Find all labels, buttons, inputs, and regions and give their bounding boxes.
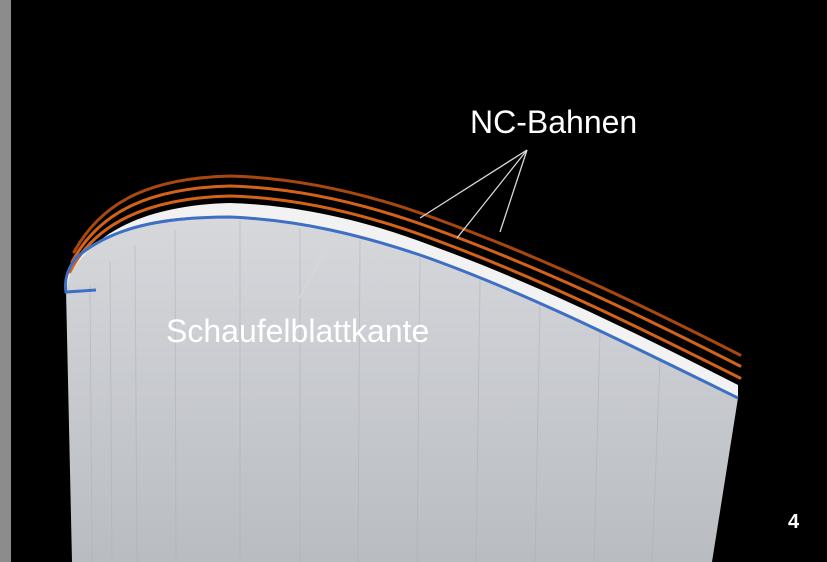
nc-path-2 (70, 184, 742, 368)
nc-leader-lines (419, 149, 528, 239)
nc-paths-label: NC-Bahnen (470, 104, 638, 140)
blade-body (66, 216, 738, 562)
blade-texture (89, 220, 661, 562)
left-border-strip (0, 0, 11, 562)
nc-path-3 (72, 174, 742, 357)
blade-edge-contour (64, 215, 739, 400)
nc-paths (68, 174, 742, 380)
figure-number: 4 (788, 511, 800, 533)
nc-path-1 (68, 194, 742, 380)
blade-edge-label: Schaufelblattkante (166, 313, 430, 349)
edge-leader-line (297, 237, 334, 301)
edge-highlight-band (66, 203, 738, 398)
